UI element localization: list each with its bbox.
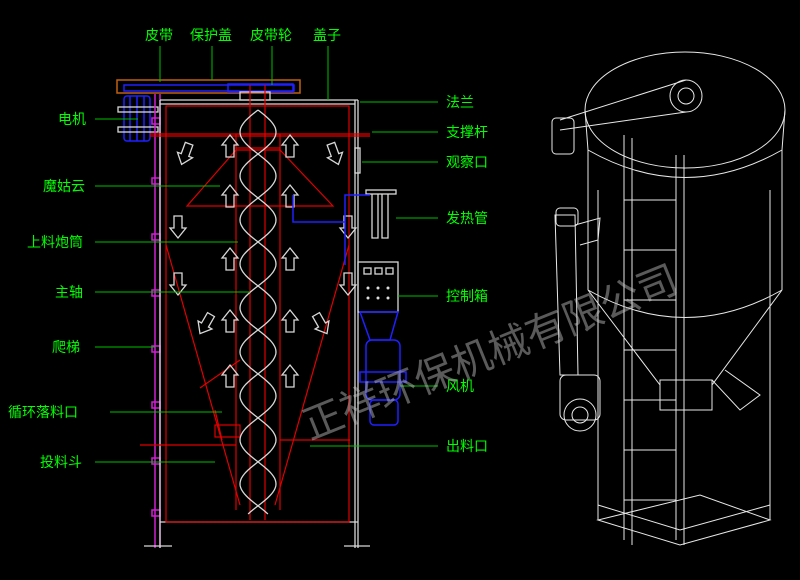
flow-arrow [176,141,195,166]
label-pulley: 皮带轮 [250,28,292,44]
label-control-box: 控制箱 [446,289,488,305]
flow-arrow [197,311,216,335]
flow-arrow [220,183,240,208]
inner-barrel [140,85,370,523]
flow-arrow [280,308,300,333]
flow-arrow [220,308,240,333]
flow-arrow [220,246,240,271]
flow-arrow [325,141,344,166]
label-cover-guard: 保护盖 [190,28,232,44]
label-main-shaft: 主轴 [55,285,83,301]
flow-arrow [311,311,330,335]
label-circulation-outlet: 循环落料口 [8,405,78,421]
flow-arrow [280,183,300,208]
label-feed-hopper: 投料斗 [40,455,82,471]
flow-arrow [220,363,240,388]
label-support-rod: 支撑杆 [446,125,488,141]
isometric-view [551,51,786,546]
label-motor: 电机 [58,112,86,128]
protective-cover [116,79,301,94]
label-observation-port: 观察口 [446,154,488,171]
flow-arrow [338,215,358,240]
label-ladder: 爬梯 [52,340,80,356]
heating-tube [292,189,397,265]
spiral-screw [239,109,277,515]
ladder [151,94,161,548]
flow-arrow [338,272,358,297]
flow-arrow [280,363,300,388]
fan [358,311,407,426]
flow-arrow [280,133,300,158]
label-flange: 法兰 [446,95,474,111]
flow-arrows [168,133,358,388]
label-feed-tube: 上料炮筒 [27,234,83,251]
label-discharge-port: 出料口 [446,439,488,455]
flow-arrow [220,133,240,158]
flow-arrow [168,272,188,297]
label-fan: 风机 [446,379,474,395]
leader-lines [95,46,438,463]
outer-frame [144,91,370,548]
label-lid: 盖子 [313,28,341,44]
flow-arrow [168,215,188,240]
label-heating-tube: 发热管 [446,211,488,227]
control-box [357,261,399,313]
label-mushroom-cloud: 魔姑云 [43,179,85,195]
flow-arrow [280,246,300,271]
label-belt: 皮带 [145,28,173,44]
